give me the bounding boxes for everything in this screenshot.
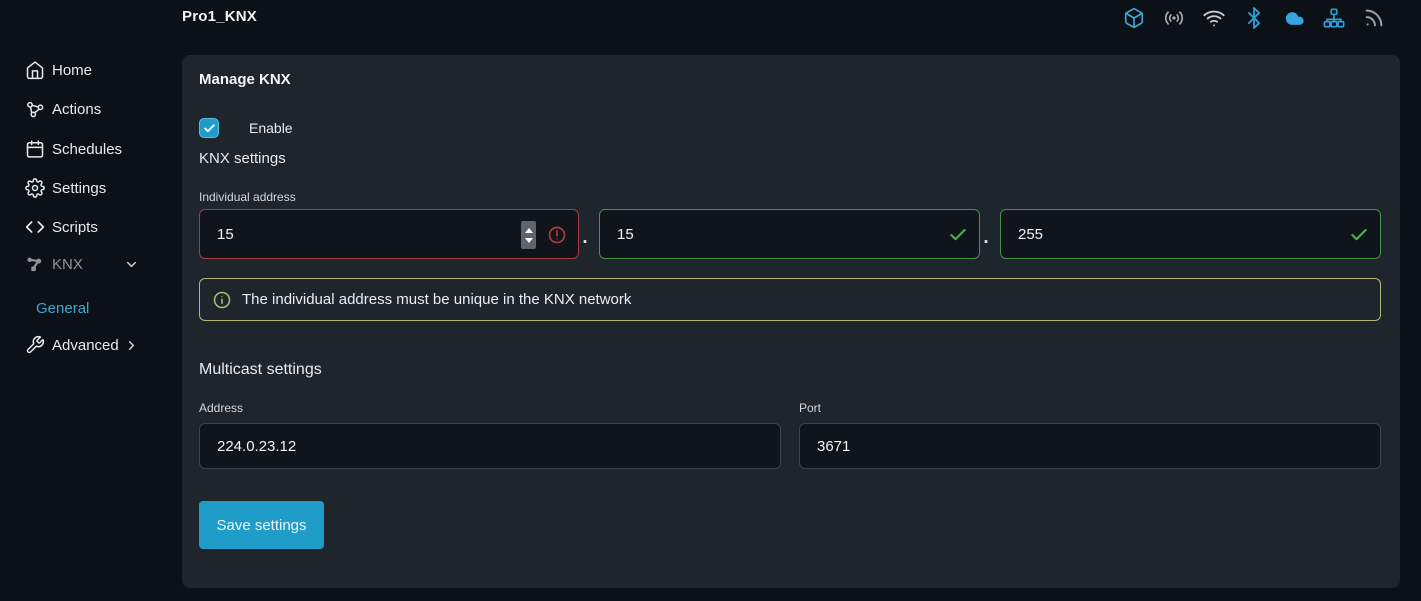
- enable-row: Enable: [199, 117, 293, 139]
- code-icon: [25, 217, 45, 237]
- sidebar-item-label: Actions: [52, 100, 102, 118]
- multicast-address-label: Address: [199, 401, 244, 415]
- sidebar-item-home[interactable]: Home: [0, 57, 160, 83]
- sidebar-item-label: Home: [52, 61, 93, 79]
- knx-settings-heading: KNX settings: [199, 150, 286, 167]
- individual-address-label: Individual address: [199, 190, 296, 204]
- actions-icon: [25, 99, 45, 119]
- sidebar-item-general[interactable]: General: [0, 295, 160, 321]
- broadcast-icon: [1162, 7, 1185, 30]
- panel-title: Manage KNX: [199, 71, 291, 88]
- sidebar-item-label: Advanced: [52, 336, 119, 354]
- multicast-heading: Multicast settings: [199, 361, 322, 378]
- info-banner: The individual address must be unique in…: [199, 278, 1381, 321]
- cloud-icon: [1282, 7, 1305, 30]
- wrench-icon: [25, 335, 45, 355]
- sitemap-icon: [1322, 7, 1345, 30]
- save-settings-button[interactable]: Save settings: [199, 501, 324, 549]
- rss-icon: [1362, 7, 1385, 30]
- enable-label: Enable: [249, 120, 293, 136]
- sidebar-item-label: KNX: [52, 255, 83, 273]
- individual-address-field-1: [199, 209, 579, 259]
- enable-checkbox[interactable]: [199, 118, 219, 138]
- sidebar-item-actions[interactable]: Actions: [0, 96, 160, 122]
- address-separator: .: [582, 227, 588, 248]
- multicast-port-label: Port: [799, 401, 822, 415]
- sidebar-item-knx[interactable]: KNX: [0, 251, 160, 277]
- bluetooth-icon: [1242, 7, 1265, 30]
- wifi-icon: [1202, 7, 1225, 30]
- individual-address-field-2: [599, 209, 980, 259]
- error-icon: [547, 225, 567, 245]
- multicast-address-input[interactable]: [200, 424, 780, 468]
- info-message: The individual address must be unique in…: [242, 291, 632, 308]
- stepper-down-icon[interactable]: [524, 237, 533, 243]
- calendar-icon: [25, 139, 45, 159]
- sidebar-item-label: Scripts: [52, 218, 98, 236]
- sidebar: Home Actions Schedules Settings Scripts …: [0, 0, 182, 601]
- multicast-port-field: [799, 423, 1381, 469]
- manage-knx-panel: Manage KNX Enable KNX settings Individua…: [182, 55, 1400, 588]
- sidebar-item-scripts[interactable]: Scripts: [0, 214, 160, 240]
- number-stepper[interactable]: [521, 221, 536, 249]
- sidebar-item-label: General: [36, 299, 90, 317]
- chevron-right-icon: [124, 338, 139, 353]
- sidebar-item-settings[interactable]: Settings: [0, 175, 160, 201]
- individual-address-input-2[interactable]: [600, 210, 979, 258]
- address-separator: .: [983, 227, 989, 248]
- individual-address-input-1[interactable]: [200, 210, 578, 258]
- stepper-up-icon[interactable]: [524, 227, 533, 233]
- home-icon: [25, 60, 45, 80]
- individual-address-input-3[interactable]: [1001, 210, 1380, 258]
- info-icon: [212, 290, 232, 310]
- status-icon-bar: [1122, 5, 1385, 31]
- chevron-down-icon: [124, 257, 139, 272]
- gear-icon: [25, 178, 45, 198]
- sidebar-item-label: Settings: [52, 179, 107, 197]
- sidebar-item-schedules[interactable]: Schedules: [0, 136, 160, 162]
- sidebar-item-label: Schedules: [52, 140, 123, 158]
- page-title: Pro1_KNX: [182, 8, 257, 25]
- individual-address-field-3: [1000, 209, 1381, 259]
- knx-icon: [25, 254, 45, 274]
- multicast-address-field: [199, 423, 781, 469]
- sidebar-item-advanced[interactable]: Advanced: [0, 332, 160, 358]
- check-icon: [203, 123, 215, 132]
- box-icon: [1122, 7, 1145, 30]
- valid-check-icon: [948, 225, 968, 245]
- valid-check-icon: [1349, 225, 1369, 245]
- multicast-port-input[interactable]: [800, 424, 1380, 468]
